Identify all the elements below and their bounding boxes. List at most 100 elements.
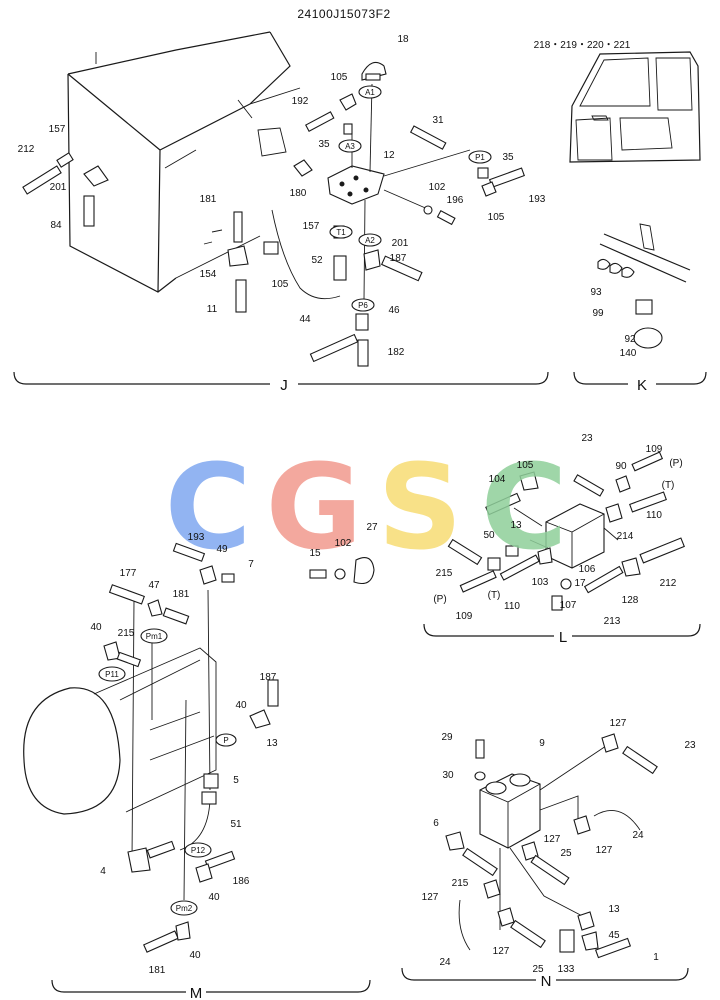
tag-a3: A3 bbox=[345, 142, 355, 151]
callout-j-7: 157 bbox=[49, 124, 66, 135]
callout-n-4: 30 bbox=[442, 770, 454, 781]
callout-j-1: 105 bbox=[331, 72, 348, 83]
section-m-drawing bbox=[23, 542, 375, 993]
tag-pm1: Pm1 bbox=[146, 632, 163, 641]
section-n-drawing bbox=[401, 733, 689, 981]
callout-n-2: 127 bbox=[610, 718, 627, 729]
tag-t1: T1 bbox=[336, 228, 346, 237]
callout-j-4: 35 bbox=[318, 139, 330, 150]
callout-j-21: 105 bbox=[272, 279, 289, 290]
callout-m-16: 4 bbox=[100, 866, 106, 877]
callout-n-18: 1 bbox=[653, 952, 659, 963]
callout-m-8: 181 bbox=[173, 589, 190, 600]
callout-l-22: 213 bbox=[604, 616, 621, 627]
diagram-title: 24100J15073F2 bbox=[297, 7, 390, 21]
callout-n-14: 24 bbox=[439, 957, 451, 968]
callout-j-8: 212 bbox=[18, 144, 35, 155]
callout-m-17: 186 bbox=[233, 876, 250, 887]
callout-j-12: 102 bbox=[429, 182, 446, 193]
callout-n-6: 127 bbox=[544, 834, 561, 845]
callout-l-3: 90 bbox=[615, 461, 627, 472]
callout-l-13: 17 bbox=[574, 578, 586, 589]
callout-n-12: 13 bbox=[608, 904, 620, 915]
section-label-m: M bbox=[190, 985, 203, 1000]
callout-m-12: 40 bbox=[235, 700, 247, 711]
callout-l-12: 103 bbox=[532, 577, 549, 588]
m-port-tags: Pm1 P11 P P12 Pm2 bbox=[98, 628, 237, 916]
section-l-drawing bbox=[423, 451, 701, 637]
callout-l-16: (P) bbox=[433, 594, 446, 605]
callout-k-4: 140 bbox=[620, 348, 637, 359]
callout-j-3: 31 bbox=[432, 115, 444, 126]
callout-l-5: 105 bbox=[517, 460, 534, 471]
callout-j-24: 44 bbox=[299, 314, 311, 325]
callout-l-15: 212 bbox=[660, 578, 677, 589]
callout-n-0: 29 bbox=[441, 732, 453, 743]
callout-n-1: 9 bbox=[539, 738, 545, 749]
section-k-drawing bbox=[569, 51, 707, 385]
callout-l-0: 109 bbox=[646, 444, 663, 455]
callout-m-5: 27 bbox=[366, 522, 378, 533]
watermark-letter-c2: C bbox=[481, 438, 568, 576]
callout-l-10: 214 bbox=[617, 531, 634, 542]
callout-n-5: 6 bbox=[433, 818, 439, 829]
callout-k-1: 93 bbox=[590, 287, 602, 298]
callout-m-18: 40 bbox=[208, 892, 220, 903]
section-label-j: J bbox=[280, 377, 288, 394]
callout-m-20: 40 bbox=[189, 950, 201, 961]
section-label-n: N bbox=[541, 973, 552, 990]
callout-m-1: 49 bbox=[216, 544, 228, 555]
callout-n-13: 45 bbox=[608, 930, 620, 941]
section-label-l: L bbox=[559, 629, 567, 646]
callout-n-3: 23 bbox=[684, 740, 696, 751]
callout-k-3: 92 bbox=[624, 334, 636, 345]
callout-m-13: 13 bbox=[266, 738, 278, 749]
callout-l-18: 109 bbox=[456, 611, 473, 622]
callout-k-2: 99 bbox=[592, 308, 604, 319]
callout-n-10: 215 bbox=[452, 878, 469, 889]
callout-l-17: (T) bbox=[488, 590, 501, 601]
callout-l-19: 110 bbox=[504, 601, 520, 612]
tag-pm2: Pm2 bbox=[176, 904, 193, 913]
callout-j-25: 46 bbox=[388, 305, 400, 316]
tag-p11: P11 bbox=[105, 670, 119, 679]
watermark: C G S C bbox=[165, 438, 568, 576]
callout-j-23: 11 bbox=[207, 304, 218, 315]
callout-n-11: 127 bbox=[422, 892, 439, 903]
callout-j-0: 18 bbox=[397, 34, 409, 45]
callout-l-11: 215 bbox=[436, 568, 453, 579]
callout-l-4: (T) bbox=[662, 480, 675, 491]
section-j-drawing bbox=[13, 31, 549, 385]
callout-l-2: 23 bbox=[581, 433, 593, 444]
callout-k-0: 218・219・220・221 bbox=[534, 40, 631, 51]
callout-m-0: 193 bbox=[188, 532, 205, 543]
callout-m-14: 5 bbox=[233, 775, 239, 786]
callout-n-8: 127 bbox=[596, 845, 613, 856]
callout-j-17: 157 bbox=[303, 221, 320, 232]
callout-m-10: 215 bbox=[118, 628, 135, 639]
callout-j-10: 84 bbox=[50, 220, 62, 231]
callout-m-4: 102 bbox=[335, 538, 352, 549]
watermark-letter-g: G bbox=[266, 438, 363, 576]
callout-l-8: 50 bbox=[483, 530, 495, 541]
callout-j-5: 12 bbox=[383, 150, 395, 161]
callout-n-7: 24 bbox=[632, 830, 644, 841]
callout-l-7: 13 bbox=[510, 520, 522, 531]
callout-n-16: 25 bbox=[532, 964, 544, 975]
callout-j-19: 187 bbox=[390, 253, 407, 264]
callout-m-2: 7 bbox=[248, 559, 254, 570]
callout-l-9: 110 bbox=[646, 510, 662, 521]
callout-j-6: 35 bbox=[502, 152, 514, 163]
callout-j-11: 180 bbox=[290, 188, 307, 199]
section-label-k: K bbox=[637, 377, 647, 394]
tag-p: P bbox=[223, 736, 228, 745]
callout-n-17: 133 bbox=[558, 964, 575, 975]
watermark-letter-c1: C bbox=[165, 438, 252, 576]
callout-l-1: (P) bbox=[669, 458, 682, 469]
callout-j-22: 52 bbox=[311, 255, 323, 266]
callout-m-15: 51 bbox=[230, 819, 242, 830]
callout-j-18: 201 bbox=[392, 238, 409, 249]
callout-l-14: 106 bbox=[579, 564, 596, 575]
